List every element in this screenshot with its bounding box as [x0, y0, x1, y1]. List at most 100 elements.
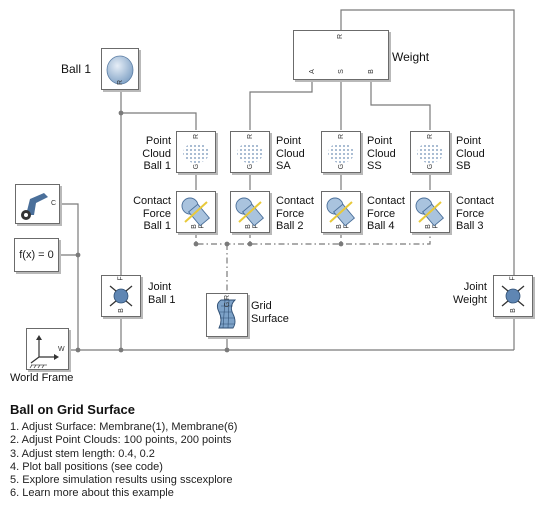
grid-surface-label: Grid Surface: [251, 300, 289, 325]
point-cloud-ss-label: Point Cloud SS: [367, 135, 396, 173]
weight-port-r: R: [337, 33, 345, 40]
weight-port-s: S: [337, 69, 345, 74]
pc-ss-label-line2: Cloud: [367, 147, 396, 160]
cf-ball2-label-line3: Ball 2: [276, 220, 304, 232]
pc-sb-port-r: R: [427, 133, 435, 140]
description-item-4[interactable]: 4. Plot ball positions (see code): [10, 460, 163, 473]
contact-bus-lines: [195, 232, 431, 293]
joint-ball1-label-line1: Joint: [148, 281, 172, 293]
cf-ball4-port-b: B: [335, 224, 343, 229]
joint-ball1-label: Joint Ball 1: [148, 281, 176, 306]
cf-ball1-port-f: F: [198, 224, 206, 229]
weight-label: Weight: [392, 50, 430, 64]
weight-port-b: B: [367, 69, 375, 74]
pc-ss-label-line3: SS: [367, 160, 382, 172]
world-frame-axes-icon: [29, 335, 59, 369]
description-item-5[interactable]: 5. Explore simulation results using ssce…: [10, 474, 233, 487]
sphere-icon: [106, 55, 134, 85]
grid-surface-icon: [216, 299, 237, 329]
pc-sa-port-r: R: [247, 133, 255, 140]
pc-ball1-label-line1: Point: [145, 135, 171, 147]
point-cloud-ball1-block[interactable]: R G: [176, 131, 216, 173]
contact-force-ball3-label: Contact Force Ball 3: [456, 195, 494, 233]
cf-ball4-label-line2: Force: [367, 207, 396, 220]
point-cloud-ss-block[interactable]: R G: [321, 131, 361, 173]
ball1-label: Ball 1: [61, 62, 92, 76]
joint-ball1-label-line2: Ball 1: [148, 293, 176, 306]
solver-configuration-block[interactable]: f(x) = 0: [14, 238, 59, 272]
pc-ss-label-line1: Point: [367, 135, 393, 147]
grid-surface-block[interactable]: R G: [206, 293, 248, 337]
grid-surface-port-r: R: [224, 294, 232, 301]
solver-config-text: f(x) = 0: [19, 249, 54, 261]
contact-force-ball2-block[interactable]: B F: [230, 191, 270, 233]
cf-ball2-label-line2: Force: [276, 207, 305, 220]
pc-sa-label-line3: SA: [276, 160, 291, 172]
contact-force-ball4-block[interactable]: B F: [321, 191, 361, 233]
joint-ball1-port-b: B: [117, 308, 125, 313]
spherical-joint-icon: [109, 285, 133, 307]
joint-weight-label: Joint Weight: [440, 281, 487, 306]
description-item-6[interactable]: 6. Learn more about this example: [10, 487, 174, 500]
point-cloud-ball1-label: Point Cloud Ball 1: [125, 135, 171, 173]
robot-arm-gear-icon: [21, 193, 48, 220]
cf-ball2-port-b: B: [244, 224, 252, 229]
pc-sb-label-line2: Cloud: [456, 147, 485, 160]
description-item-2[interactable]: 2. Adjust Point Clouds: 100 points, 200 …: [10, 434, 232, 447]
weight-port-a: A: [308, 69, 316, 74]
contact-force-icon: [415, 197, 445, 227]
ball1-port-r: R: [117, 79, 125, 86]
contact-force-ball3-block[interactable]: B F: [410, 191, 450, 233]
cf-ball1-label-line1: Contact: [133, 195, 171, 207]
cf-ball2-port-f: F: [252, 224, 260, 229]
joint-weight-label-line2: Weight: [452, 293, 487, 306]
point-cloud-sa-block[interactable]: R G: [230, 131, 270, 173]
mech-config-port-c: C: [51, 200, 57, 207]
ball1-block[interactable]: R: [101, 48, 139, 90]
cf-ball1-label-line3: Ball 1: [143, 220, 171, 232]
joint-weight-port-b: B: [509, 308, 517, 313]
pc-ball1-label-line3: Ball 1: [143, 160, 171, 172]
contact-force-ball4-label: Contact Force Ball 4: [367, 195, 405, 233]
cf-ball3-label-line1: Contact: [456, 195, 494, 207]
description-item-1[interactable]: 1. Adjust Surface: Membrane(1), Membrane…: [10, 421, 238, 433]
pc-ball1-port-g: G: [193, 163, 201, 170]
world-frame-block[interactable]: W: [26, 328, 69, 370]
joint-ball1-block[interactable]: F B: [101, 275, 141, 317]
joint-weight-label-line1: Joint: [463, 281, 487, 293]
contact-force-ball1-block[interactable]: B F: [176, 191, 216, 233]
grid-surface-port-g: G: [224, 301, 232, 308]
cf-ball3-label-line2: Force: [456, 207, 485, 220]
model-description: Ball on Grid Surface 1. Adjust Surface: …: [10, 402, 237, 501]
contact-force-icon: [181, 197, 211, 227]
mechanism-configuration-block[interactable]: C: [15, 184, 60, 224]
joint-weight-port-f: F: [509, 276, 517, 281]
contact-force-icon: [235, 197, 265, 227]
point-cloud-sa-label: Point Cloud SA: [276, 135, 305, 173]
contact-force-icon: [326, 197, 356, 227]
pc-sb-label-line3: SB: [456, 160, 471, 172]
joint-weight-block[interactable]: F B: [493, 275, 533, 317]
pc-ss-port-g: G: [338, 163, 346, 170]
world-frame-label: World Frame: [10, 372, 74, 384]
description-item-3[interactable]: 3. Adjust stem length: 0.4, 0.2: [10, 447, 155, 460]
pc-sa-label-line1: Point: [276, 135, 302, 147]
description-title: Ball on Grid Surface: [10, 402, 135, 417]
contact-force-ball1-label: Contact Force Ball 1: [120, 195, 171, 233]
point-cloud-sb-block[interactable]: R G: [410, 131, 450, 173]
grid-surface-label-line2: Surface: [251, 312, 289, 325]
pc-sb-port-g: G: [427, 163, 435, 170]
pc-sa-label-line2: Cloud: [276, 147, 305, 160]
junction-dots: [75, 110, 344, 353]
cf-ball1-label-line2: Force: [142, 207, 171, 220]
point-cloud-sb-label: Point Cloud SB: [456, 135, 485, 173]
pc-sb-label-line1: Point: [456, 135, 482, 147]
cf-ball4-port-f: F: [343, 224, 351, 229]
cf-ball3-port-f: F: [432, 224, 440, 229]
weight-block[interactable]: R A S B: [293, 30, 389, 80]
spherical-joint-icon: [501, 285, 525, 307]
contact-force-ball2-label: Contact Force Ball 2: [276, 195, 314, 233]
pc-ball1-port-r: R: [193, 133, 201, 140]
joint-ball1-port-f: F: [117, 276, 125, 281]
